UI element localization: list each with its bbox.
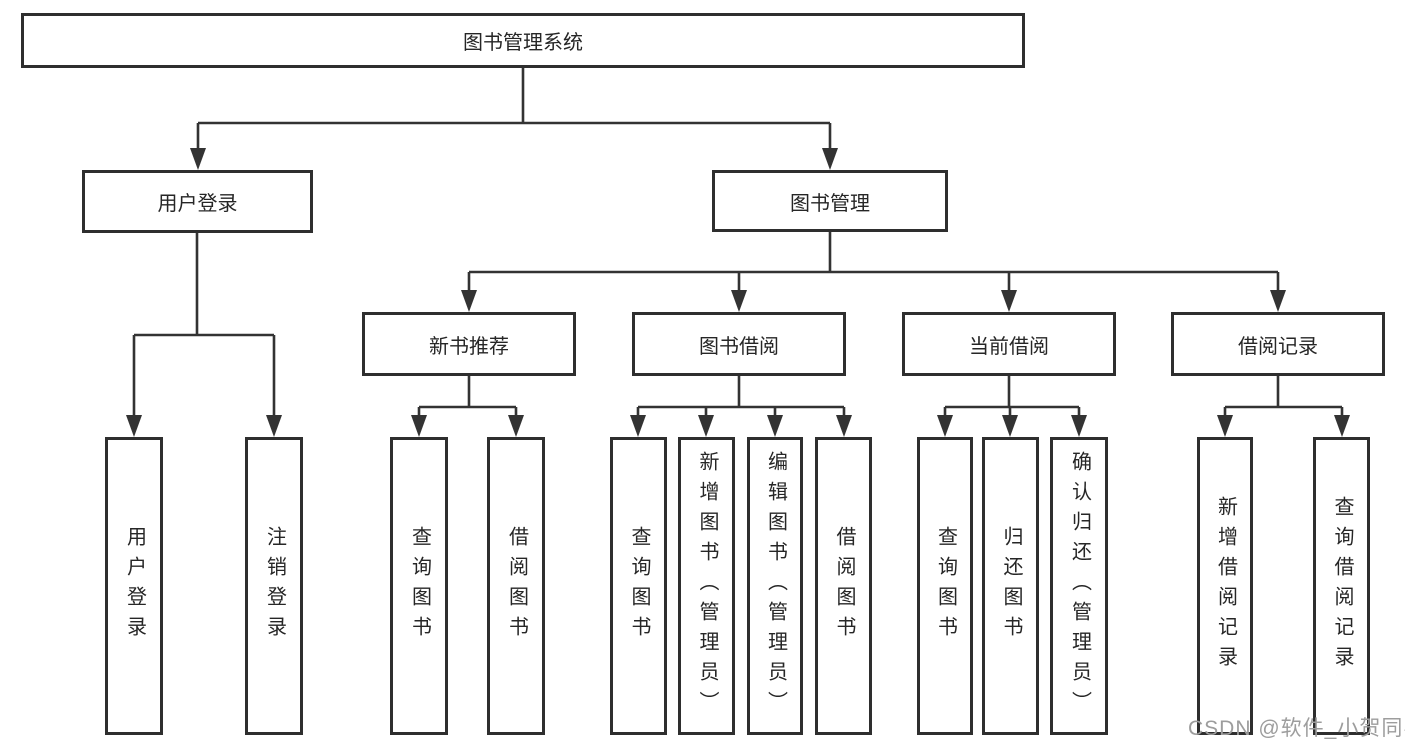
leaf-query-borrow-record: 查询借阅记录	[1313, 437, 1370, 735]
leaf-edit-book-admin: 编辑图书（管理员）	[747, 437, 803, 735]
watermark: CSDN @软件_小贺同学	[1188, 717, 1405, 740]
node-new-book-recommend: 新书推荐	[362, 312, 576, 376]
leaf-query-borrow-record-label: 查询借阅记录	[1331, 496, 1353, 676]
leaf-return-books-label: 归还图书	[1000, 526, 1022, 646]
node-user-login-label: 用户登录	[157, 193, 238, 215]
leaf-borrow-books-borrow-label: 借阅图书	[833, 526, 855, 646]
node-new-book-recommend-label: 新书推荐	[429, 335, 509, 358]
leaf-query-books-current: 查询图书	[917, 437, 973, 735]
node-root-label: 图书管理系统	[463, 32, 583, 54]
leaf-user-login-label: 用户登录	[123, 526, 146, 646]
node-book-borrow: 图书借阅	[632, 312, 846, 376]
node-borrow-records-label: 借阅记录	[1238, 335, 1318, 358]
leaf-confirm-return-admin-label: 确认归还（管理员）	[1068, 451, 1091, 721]
node-book-management-label: 图书管理	[790, 192, 870, 215]
node-root: 图书管理系统	[21, 13, 1025, 68]
leaf-edit-book-admin-label: 编辑图书（管理员）	[764, 451, 787, 721]
leaf-query-books-recommend: 查询图书	[390, 437, 448, 735]
node-current-borrow-label: 当前借阅	[969, 335, 1049, 358]
node-current-borrow: 当前借阅	[902, 312, 1116, 376]
leaf-query-books-borrow: 查询图书	[610, 437, 667, 735]
leaf-add-book-admin-label: 新增图书（管理员）	[696, 451, 718, 721]
leaf-return-books: 归还图书	[982, 437, 1039, 735]
node-borrow-records: 借阅记录	[1171, 312, 1385, 376]
leaf-add-book-admin: 新增图书（管理员）	[678, 437, 735, 735]
leaf-logout: 注销登录	[245, 437, 303, 735]
node-book-management: 图书管理	[712, 170, 948, 232]
leaf-borrow-books-borrow: 借阅图书	[815, 437, 872, 735]
node-book-borrow-label: 图书借阅	[699, 335, 779, 358]
leaf-user-login: 用户登录	[105, 437, 163, 735]
leaf-add-borrow-record: 新增借阅记录	[1197, 437, 1253, 735]
leaf-logout-label: 注销登录	[263, 526, 286, 646]
leaf-add-borrow-record-label: 新增借阅记录	[1214, 496, 1237, 676]
node-user-login: 用户登录	[82, 170, 313, 233]
leaf-query-books-current-label: 查询图书	[934, 526, 957, 646]
leaf-query-books-recommend-label: 查询图书	[408, 526, 431, 646]
leaf-confirm-return-admin: 确认归还（管理员）	[1050, 437, 1108, 735]
leaf-borrow-books-recommend: 借阅图书	[487, 437, 545, 735]
leaf-query-books-borrow-label: 查询图书	[628, 526, 650, 646]
leaf-borrow-books-recommend-label: 借阅图书	[505, 526, 528, 646]
